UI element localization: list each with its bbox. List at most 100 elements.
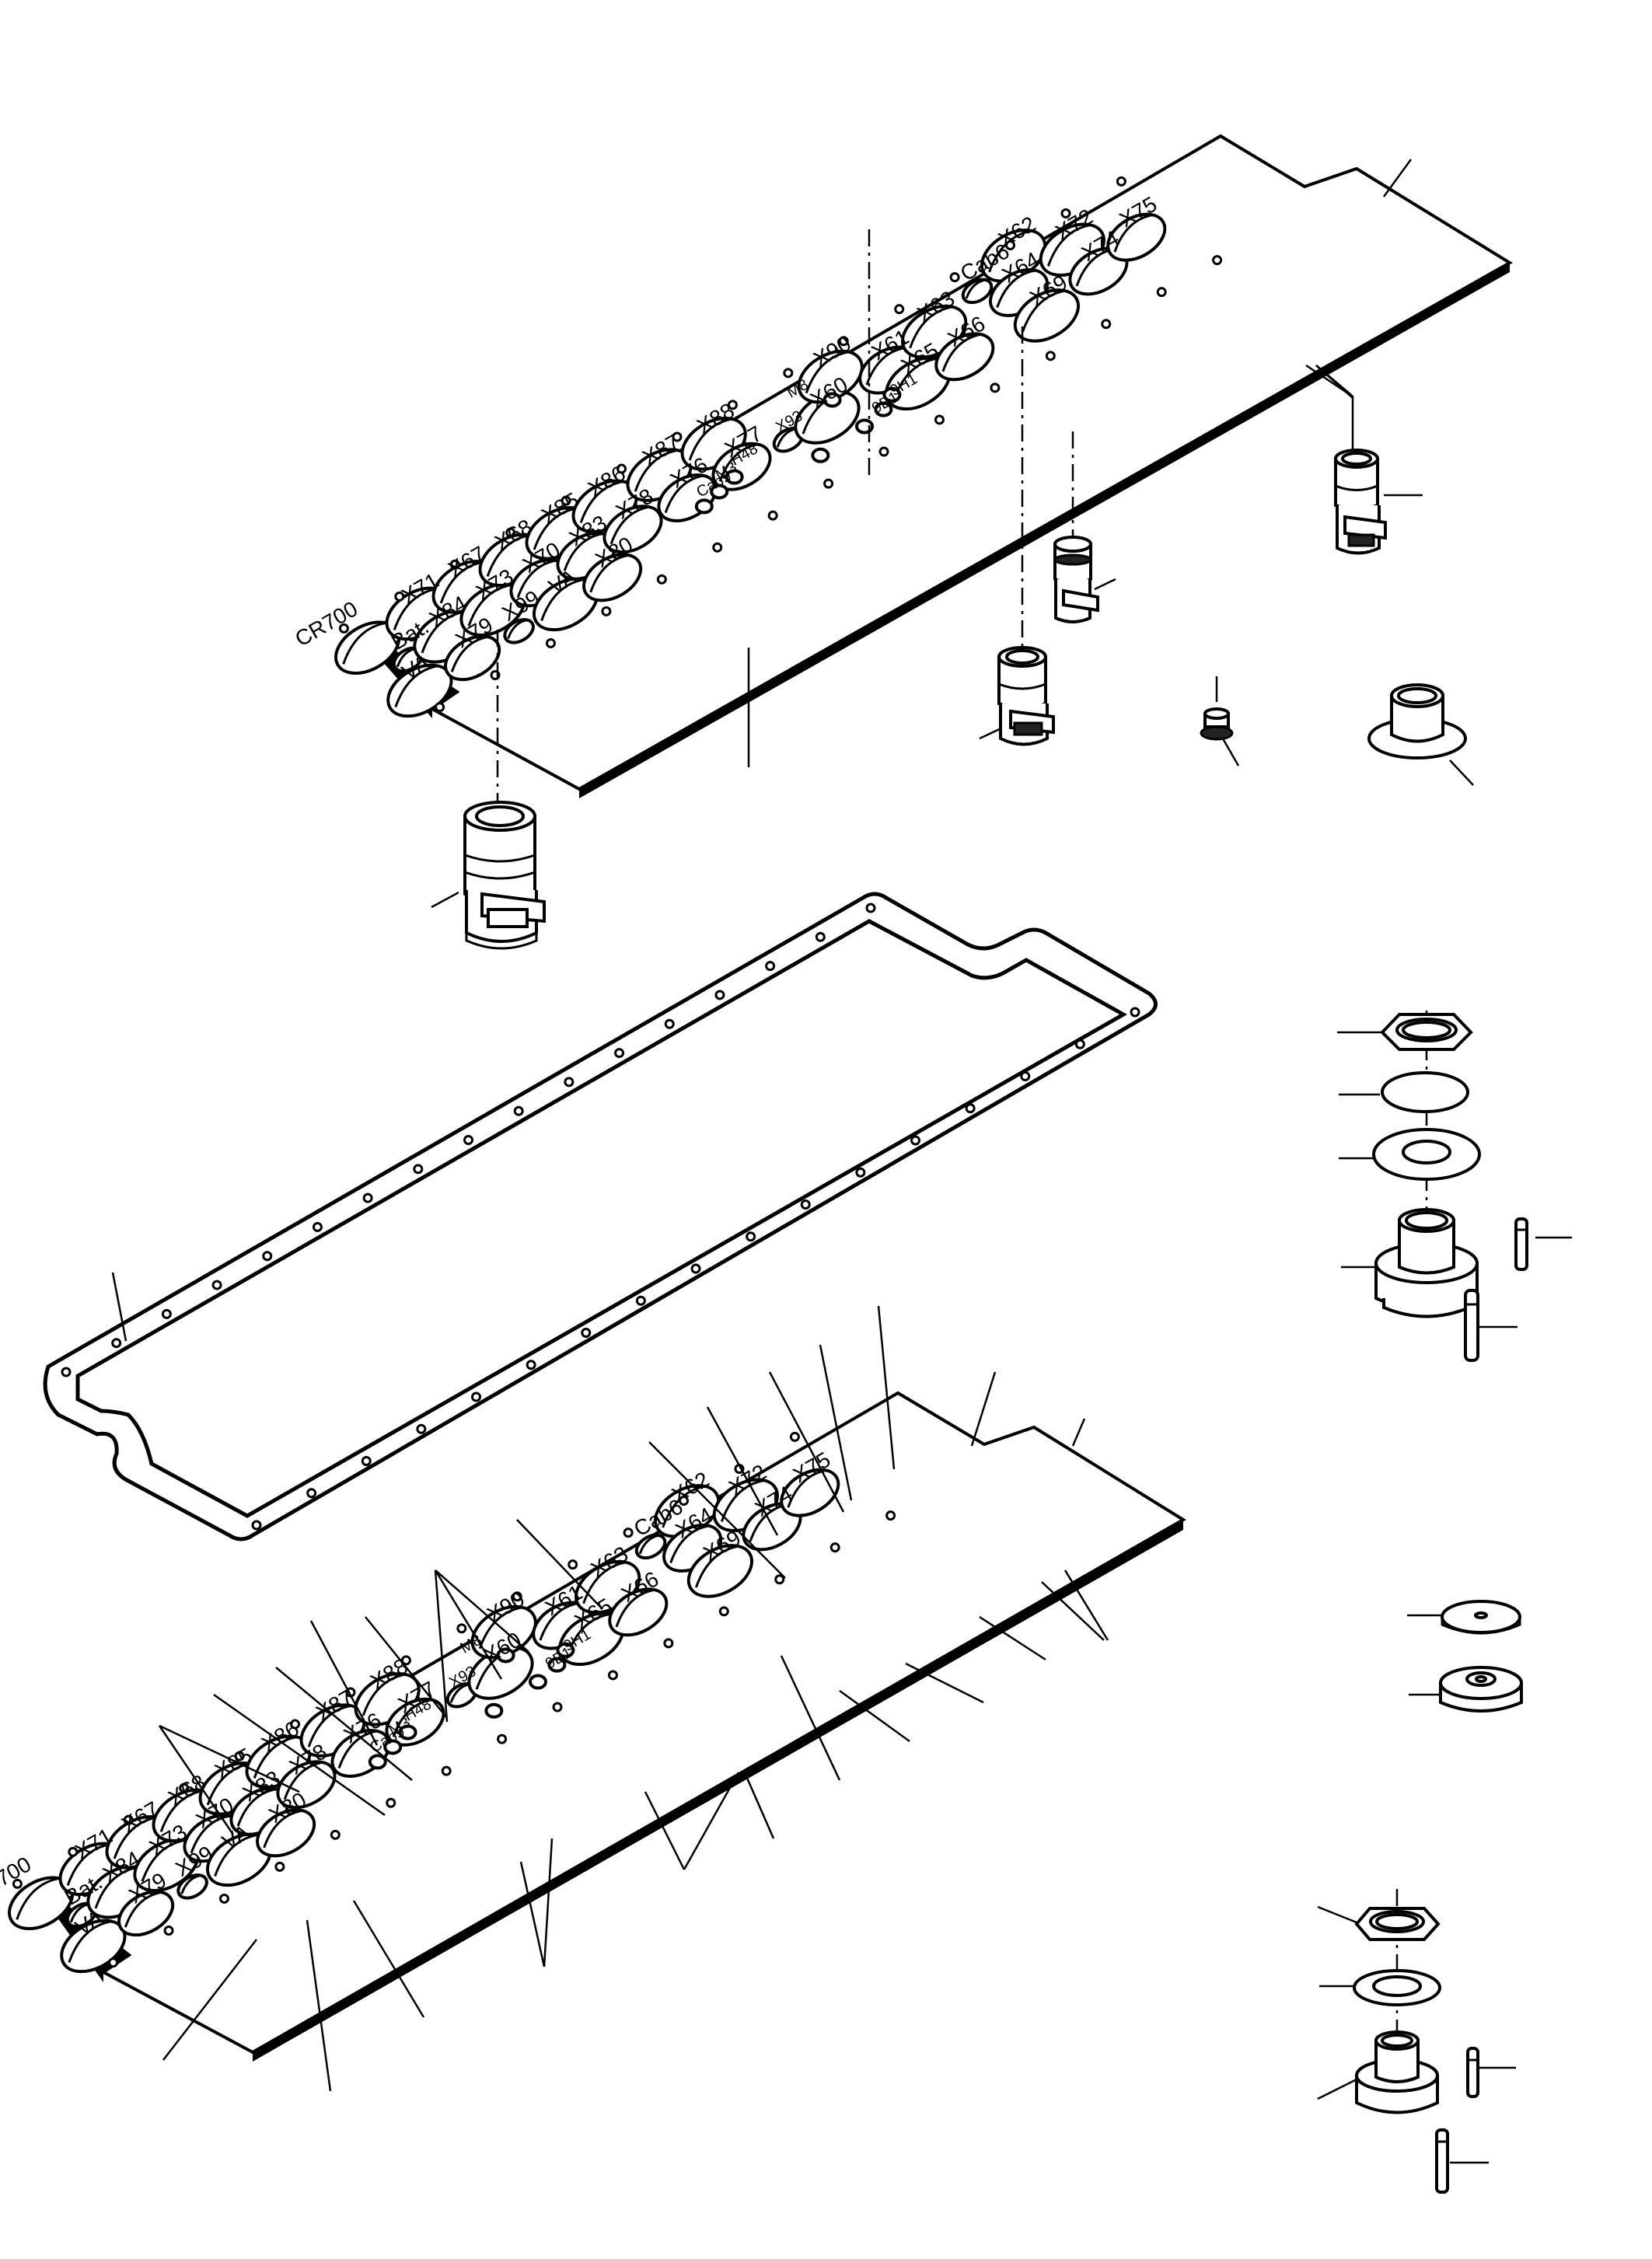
bottom-small-hole	[368, 1754, 387, 1770]
bottom-plate-body	[41, 1391, 1186, 2055]
bottom-hole-shade	[113, 1816, 159, 1859]
gasket-bolt	[564, 1077, 575, 1088]
bottom-leader	[275, 1667, 413, 1781]
bottom-leader	[877, 1305, 896, 1470]
gasket-bolt	[251, 1520, 262, 1531]
gasket-bolt	[965, 1103, 976, 1114]
top-small-hole	[725, 469, 744, 485]
bottom-bolt	[12, 1878, 23, 1889]
top-bolt	[1156, 287, 1167, 298]
bottom-leader	[979, 1615, 1046, 1661]
bottom-leader	[516, 1519, 603, 1610]
top-hole-shade	[965, 278, 987, 299]
bottom-leader	[780, 1655, 841, 1781]
bottom-small-hole	[398, 1724, 417, 1741]
gasket-bolt	[746, 1231, 756, 1242]
bottom-bolt	[274, 1861, 285, 1872]
bottom-small-hole	[529, 1674, 547, 1690]
top-hole-shade	[342, 621, 387, 665]
bottom-leader	[162, 1939, 257, 2061]
gasket-bolt	[635, 1295, 646, 1306]
threaded-body	[1374, 1208, 1479, 1318]
gasket-bolt	[312, 1221, 323, 1232]
top-small-hole	[874, 401, 893, 417]
bottom-bolt	[179, 1782, 190, 1793]
gasket-inner	[75, 919, 1128, 1518]
hex-nut	[1380, 1013, 1473, 1051]
bottom-hole-shade	[263, 1809, 304, 1849]
top-bolt	[949, 272, 960, 283]
gasket-bolt	[111, 1338, 122, 1349]
bottom-leader	[352, 1900, 425, 2018]
gasket-bolt	[1130, 1007, 1140, 1018]
bottom-hole-shade	[68, 1919, 113, 1964]
connector-large	[463, 801, 546, 950]
top-hole-shade	[579, 480, 625, 523]
gasket-bolt	[614, 1048, 625, 1059]
top-leaders	[431, 159, 1474, 909]
bottom-hole-shade	[337, 1730, 379, 1769]
bottom-bolt	[607, 1670, 618, 1681]
gasket-bolt	[262, 1251, 273, 1262]
top-bolt	[1101, 319, 1112, 330]
bottom-hole-shade	[478, 1606, 524, 1650]
bottom-bolt	[290, 1719, 301, 1730]
bottom-bolt	[441, 1765, 452, 1776]
bottom-small-hole	[496, 1647, 515, 1664]
bottom-leader	[839, 1689, 910, 1743]
gasket-bolt	[690, 1263, 701, 1274]
bottom-leader	[1041, 1581, 1105, 1641]
top-hole-shade	[533, 507, 578, 550]
bottom-hole	[608, 1587, 669, 1637]
top-bolt	[1212, 255, 1223, 266]
bottom-hole-shade	[214, 1833, 259, 1877]
bottom-leader	[706, 1406, 779, 1536]
top-hole-shade	[865, 346, 906, 386]
gasket-bolt	[416, 1423, 427, 1434]
top-small-hole	[823, 392, 842, 408]
bottom-hole-shade	[236, 1787, 278, 1827]
bottom-leader	[435, 1569, 529, 1653]
top-hole-shade	[664, 474, 705, 514]
bottom-hole-shade	[180, 1873, 202, 1894]
gasket-outer	[43, 892, 1158, 1541]
bottom-hole-shade	[307, 1704, 353, 1747]
top-small-hole	[694, 498, 714, 515]
bottom-hole-shade	[669, 1524, 711, 1563]
top-small-hole	[710, 484, 729, 500]
bottom-leader	[543, 1838, 554, 1967]
bottom-bolt	[386, 1797, 396, 1808]
bottom-bolt	[552, 1702, 563, 1713]
gasket-bolt	[815, 931, 826, 942]
bottom-hole-shade	[539, 1601, 580, 1641]
bottom-leader	[819, 1344, 853, 1501]
bottom-hole-shade	[720, 1479, 766, 1522]
bottom-bolt	[108, 1957, 119, 1968]
top-bolt	[1060, 208, 1071, 218]
top-bolt	[894, 304, 905, 315]
bottom-hole-shade	[124, 1891, 162, 1928]
connector-small	[1053, 536, 1099, 623]
top-small-hole	[882, 386, 902, 403]
top-hole-shade	[1021, 289, 1067, 333]
bottom-bolt	[218, 1893, 229, 1904]
grommet-flanged	[1367, 683, 1467, 759]
bottom-bolt	[885, 1510, 896, 1521]
bottom-small-hole	[484, 1702, 504, 1719]
bottom-leader	[644, 1791, 686, 1870]
bottom-hole-shade	[159, 1789, 205, 1832]
bottom-bolt	[456, 1623, 467, 1634]
bottom-bolt	[234, 1751, 245, 1761]
bottom-hole	[176, 1873, 208, 1900]
top-bolt	[878, 446, 889, 457]
top-hole-shade	[507, 618, 529, 639]
gasket-bolt	[664, 1018, 675, 1029]
hex-nut-small	[1354, 1907, 1441, 1941]
top-bolt	[1116, 176, 1126, 187]
gasket-bolt	[513, 1105, 524, 1116]
bottom-leader	[648, 1441, 786, 1579]
gasket-bolt	[362, 1192, 373, 1203]
top-hole-shade	[941, 333, 983, 372]
top-hole-shade	[563, 532, 604, 571]
top-bolt	[823, 478, 834, 489]
